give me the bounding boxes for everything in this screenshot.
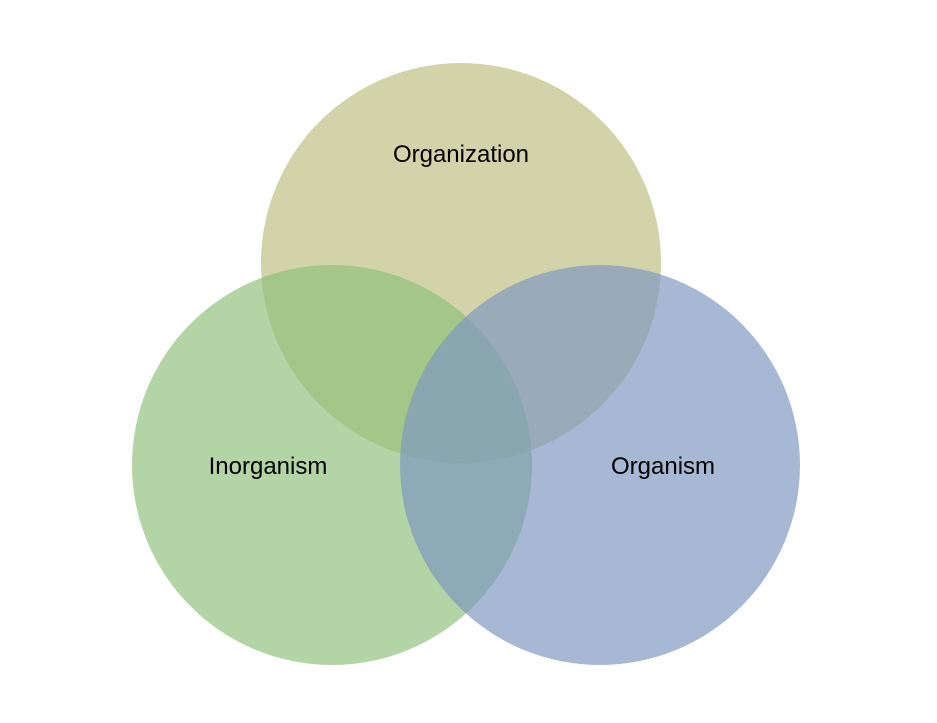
circles-layer: [132, 63, 800, 665]
circle-organism: [400, 265, 800, 665]
labels-layer: Organization Inorganism Organism: [209, 141, 715, 480]
label-organization: Organization: [393, 141, 529, 168]
label-inorganism: Inorganism: [209, 453, 328, 480]
label-organism: Organism: [611, 453, 715, 480]
